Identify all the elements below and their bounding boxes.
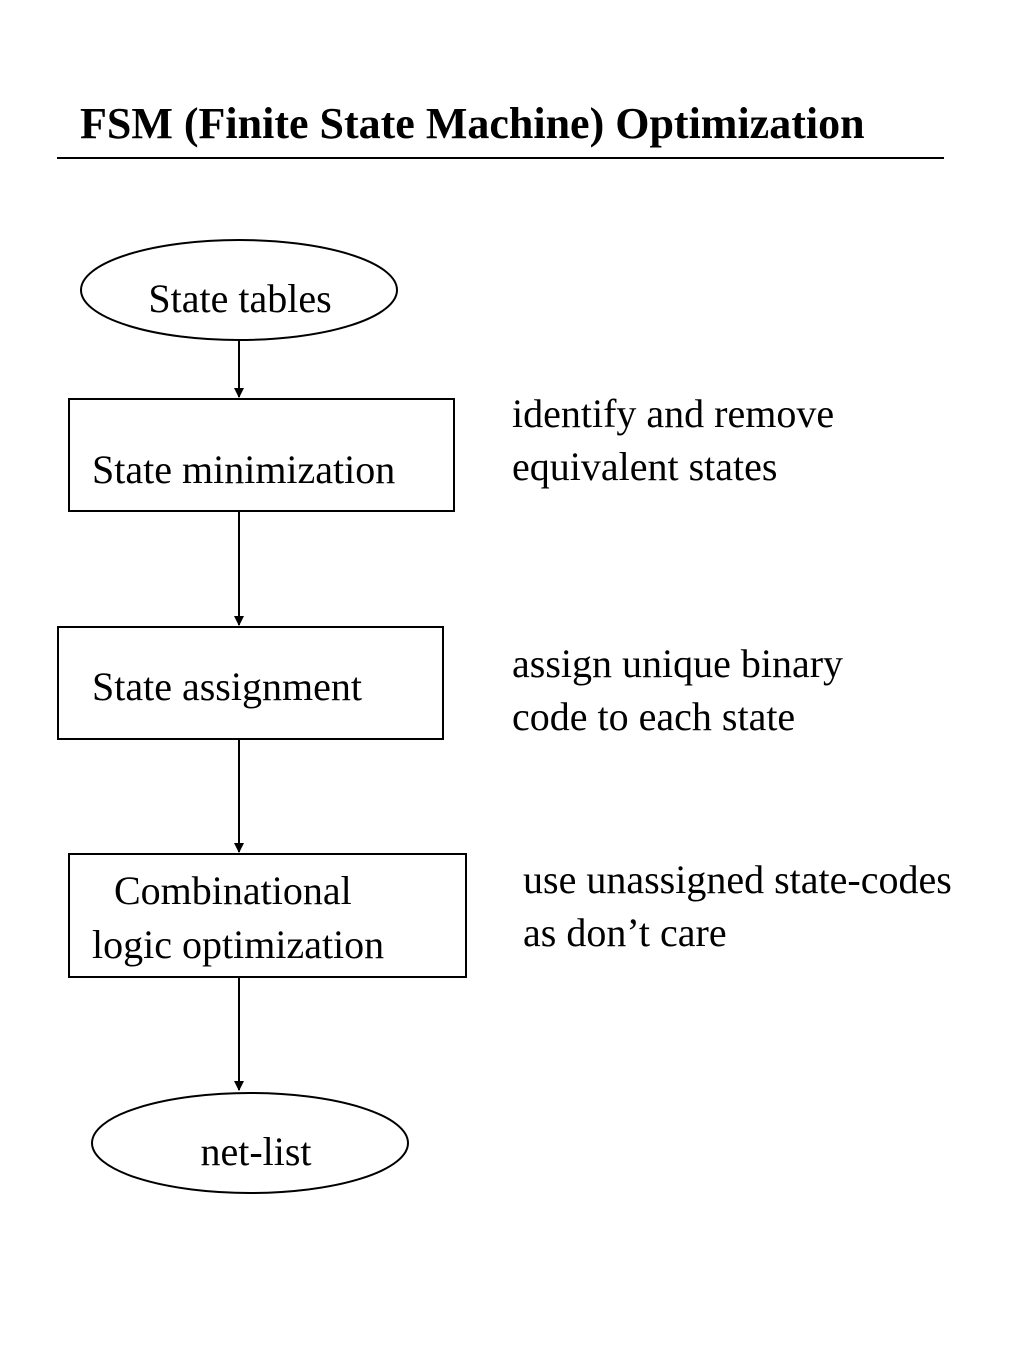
node-state-minimization-shape xyxy=(68,398,455,512)
node-state-assignment-label: State assignment xyxy=(92,664,362,709)
node-combinational-logic-optimization: Combinational logic optimization xyxy=(68,853,467,978)
note-minimization: identify and remove equivalent states xyxy=(512,387,834,493)
note-combinational-line-1: use unassigned state-codes xyxy=(523,857,952,902)
node-state-minimization: State minimization xyxy=(68,398,455,512)
note-minimization-line-1: identify and remove xyxy=(512,391,835,436)
node-state-assignment: State assignment xyxy=(57,626,444,740)
note-minimization-line-2: equivalent states xyxy=(512,444,778,489)
node-combinational-label-line-2: logic optimization xyxy=(92,922,384,967)
note-assignment-line-1: assign unique binary xyxy=(512,641,844,686)
node-net-list-shape xyxy=(91,1092,409,1194)
node-state-assignment-shape xyxy=(57,626,444,740)
page-title: FSM (Finite State Machine) Optimization xyxy=(80,99,865,148)
note-combinational-line-2: as don’t care xyxy=(523,910,727,955)
node-combinational-logic-optimization-shape xyxy=(68,853,467,978)
node-combinational-label-line-1: Combinational xyxy=(114,868,352,913)
note-assignment: assign unique binary code to each state xyxy=(512,637,843,743)
title-divider xyxy=(57,157,944,159)
node-net-list-label: net-list xyxy=(200,1129,311,1174)
node-state-tables-shape xyxy=(80,239,398,341)
node-state-minimization-label: State minimization xyxy=(92,447,395,492)
note-assignment-line-2: code to each state xyxy=(512,694,796,739)
node-state-tables-label: State tables xyxy=(148,276,331,321)
note-combinational: use unassigned state-codes as don’t care xyxy=(523,853,952,959)
node-net-list: net-list xyxy=(91,1092,409,1194)
node-state-tables: State tables xyxy=(80,239,398,341)
